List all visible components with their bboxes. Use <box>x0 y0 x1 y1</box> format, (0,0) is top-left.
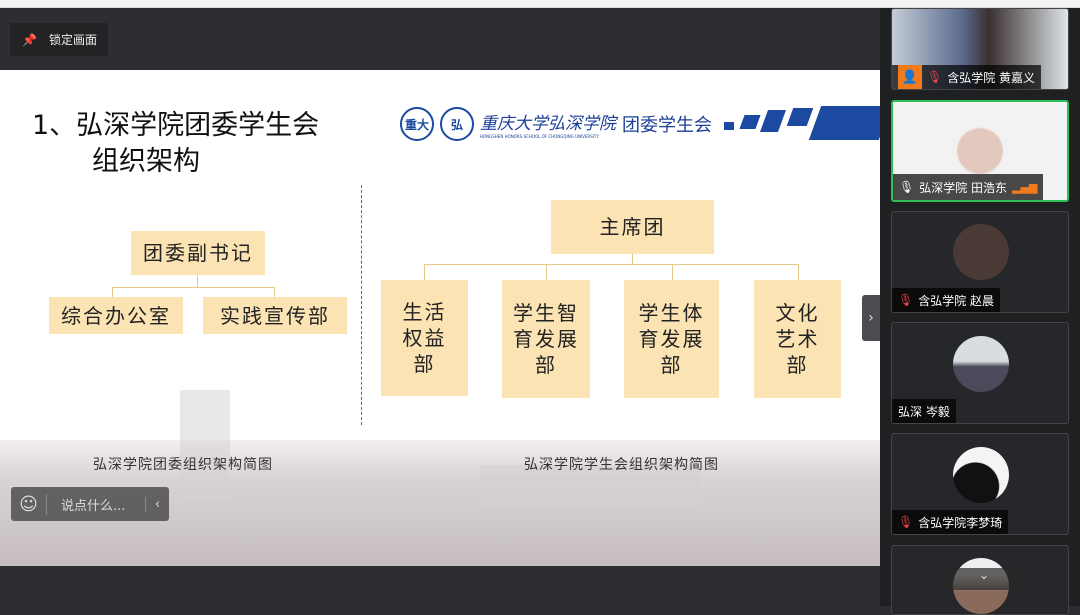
shared-slide: 1、弘深学院团委学生会 组织架构 重大 弘 重庆大学弘深学院 HONGSHEN … <box>0 70 880 566</box>
connector <box>672 264 673 280</box>
participant-label: 🎙 弘深学院 田浩东 ▂▄▆ <box>893 174 1044 200</box>
connector <box>197 275 198 287</box>
org-box: 学生智育发展部 <box>502 280 590 398</box>
title-line-1: 1、弘深学院团委学生会 <box>32 110 320 141</box>
host-icon: 👤 <box>898 65 922 89</box>
connector <box>112 287 113 297</box>
logo-school-name: 重庆大学弘深学院 <box>480 114 616 134</box>
logo-decor <box>808 106 880 140</box>
logo-decor <box>759 110 787 132</box>
school-seal: 弘 <box>440 107 474 141</box>
lock-screen-label: 锁定画面 <box>48 33 97 47</box>
collapse-panel-button[interactable]: › <box>862 295 880 341</box>
mic-muted-icon: 🎙 <box>898 515 914 529</box>
participant-tile[interactable]: 🎙 含弘学院李梦琦 <box>891 433 1069 535</box>
scroll-down-button[interactable]: ⌄ <box>944 568 1024 590</box>
participant-label: 🎙 含弘学院李梦琦 <box>892 510 1009 534</box>
org-box: 实践宣传部 <box>203 297 347 334</box>
university-seal: 重大 <box>400 107 434 141</box>
participant-name: 弘深学院 田浩东 <box>919 180 1008 195</box>
chevron-right-icon: › <box>868 310 874 326</box>
org-box: 文化艺术部 <box>754 280 841 398</box>
chart-divider <box>361 185 362 425</box>
connector <box>274 287 275 297</box>
connector <box>546 264 547 280</box>
logo-decor <box>786 108 814 126</box>
pin-icon: 📌 <box>22 32 37 47</box>
logo-decor <box>724 122 734 130</box>
participant-tile[interactable]: 👤 🎙 含弘学院 黄嘉义 <box>891 8 1069 90</box>
connector <box>632 254 633 264</box>
participant-name: 含弘学院 黄嘉义 <box>947 70 1036 85</box>
participant-name: 含弘学院李梦琦 <box>918 515 1003 530</box>
chat-input[interactable]: 说点什么... <box>61 498 126 514</box>
org-box-presidium: 主席团 <box>551 200 714 254</box>
participant-name: 弘深 岑毅 <box>898 404 950 419</box>
org-box-deputy-secretary: 团委副书记 <box>131 231 265 275</box>
window-top-strip <box>0 0 1080 8</box>
connector <box>424 264 798 265</box>
participant-label: 👤 🎙 含弘学院 黄嘉义 <box>892 65 1042 89</box>
title-line-2: 组织架构 <box>92 146 200 177</box>
participant-tile[interactable]: ⌄ <box>891 545 1069 615</box>
emoji-icon[interactable]: ☺ <box>11 493 47 515</box>
connector <box>424 264 425 280</box>
org-box: 综合办公室 <box>49 297 183 334</box>
background-tower <box>180 390 230 500</box>
left-chart-caption: 弘深学院团委组织架构简图 <box>93 457 273 473</box>
school-logo: 重大 弘 重庆大学弘深学院 HONGSHEN HONORS SCHOOL OF … <box>400 107 712 141</box>
logo-decor <box>739 115 761 129</box>
participant-label: 弘深 岑毅 <box>892 399 956 423</box>
mic-muted-icon: 🎙 <box>898 293 914 307</box>
participant-tile[interactable]: 🎙 含弘学院 赵晨 <box>891 211 1069 313</box>
logo-org-name: 团委学生会 <box>622 115 712 136</box>
background-building <box>480 465 700 505</box>
chevron-left-icon[interactable]: ‹ <box>145 496 169 512</box>
participant-tile[interactable]: 弘深 岑毅 <box>891 322 1069 424</box>
signal-icon: ▂▄▆ <box>1012 180 1038 194</box>
org-box: 学生体育发展部 <box>624 280 719 398</box>
participant-tile-active[interactable]: 🎙 弘深学院 田浩东 ▂▄▆ <box>891 100 1069 202</box>
avatar <box>953 447 1009 503</box>
participant-label: 🎙 含弘学院 赵晨 <box>892 288 1001 312</box>
lock-screen-button[interactable]: 📌 锁定画面 <box>10 23 108 56</box>
connector <box>112 287 274 288</box>
mic-icon: 🎙 <box>899 180 915 194</box>
connector <box>798 264 799 280</box>
participant-panel: 👤 🎙 含弘学院 黄嘉义 🎙 弘深学院 田浩东 ▂▄▆ 🎙 含弘学院 赵晨 弘深… <box>880 8 1080 615</box>
org-box: 生活权益部 <box>381 280 468 396</box>
right-chart-caption: 弘深学院学生会组织架构简图 <box>524 457 719 473</box>
avatar <box>953 224 1009 280</box>
logo-english-name: HONGSHEN HONORS SCHOOL OF CHONGQING UNIV… <box>480 134 599 139</box>
mic-muted-icon: 🎙 <box>927 70 943 84</box>
toolbar: 📌 锁定画面 <box>0 8 880 70</box>
participant-name: 含弘学院 赵晨 <box>918 293 995 308</box>
slide-title: 1、弘深学院团委学生会 组织架构 <box>32 108 319 180</box>
avatar <box>953 336 1009 392</box>
chat-input-bar[interactable]: ☺ 说点什么... ‹ <box>11 487 169 521</box>
